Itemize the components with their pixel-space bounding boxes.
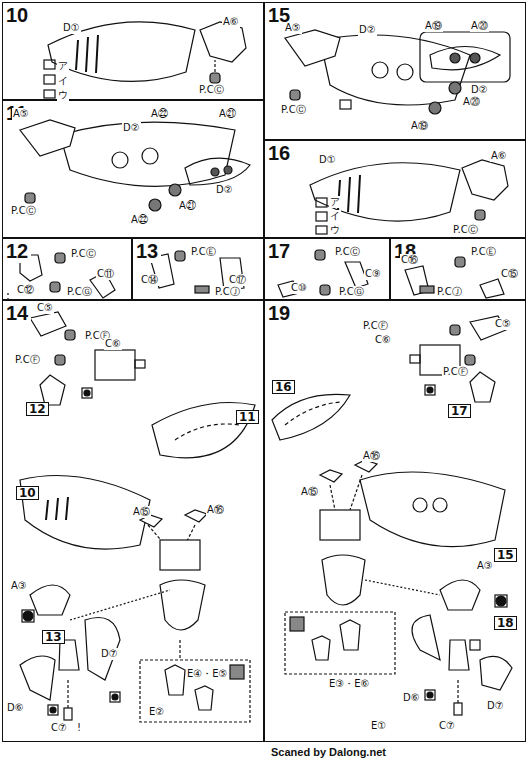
part-label: D① bbox=[62, 22, 81, 34]
part-label: イ bbox=[57, 75, 69, 87]
part-label: C⑦ bbox=[50, 722, 68, 734]
part-label: E② bbox=[148, 706, 165, 718]
part-label: Scaned by Dalong.net bbox=[270, 746, 387, 758]
subassembly-ref: 18 bbox=[494, 616, 517, 630]
subassembly-ref: 16 bbox=[272, 380, 295, 394]
part-label: D⑥ bbox=[402, 692, 421, 704]
part-label: P.CⒻ bbox=[442, 366, 469, 378]
step-panel: 16 bbox=[264, 140, 526, 238]
part-label: A⑲ bbox=[410, 120, 429, 132]
part-label: P.CⒸ bbox=[70, 248, 97, 260]
part-label: C⑰ bbox=[228, 274, 247, 286]
step-number: 16 bbox=[265, 141, 293, 165]
step-number: 10 bbox=[3, 3, 31, 27]
part-label: P.CⒻ bbox=[362, 320, 389, 332]
subassembly-ref: 12 bbox=[26, 402, 49, 416]
part-label: A⑤ bbox=[12, 108, 30, 120]
part-label: C⑦ bbox=[438, 720, 456, 732]
part-label: イ bbox=[329, 210, 341, 222]
part-label: C⑭ bbox=[140, 274, 159, 286]
part-label: ア bbox=[329, 196, 341, 208]
part-label: A⑥ bbox=[222, 16, 240, 28]
part-label: P.CⒸ bbox=[10, 205, 37, 217]
part-label: D⑥ bbox=[6, 702, 25, 714]
step-number: 19 bbox=[265, 301, 293, 325]
part-label: A⑮ bbox=[300, 486, 319, 498]
part-label: C⑫ bbox=[16, 284, 35, 296]
part-label: A⑳ bbox=[470, 20, 489, 32]
part-label: P.CⒸ bbox=[452, 224, 479, 236]
part-label: P.CⒻ bbox=[14, 354, 41, 366]
subassembly-ref: 13 bbox=[42, 630, 65, 644]
part-label: D② bbox=[215, 184, 234, 196]
step-number: 12 bbox=[3, 239, 31, 263]
subassembly-ref: 10 bbox=[16, 486, 39, 500]
step-number: 14 bbox=[3, 301, 31, 325]
part-label: P.CⒿ bbox=[214, 286, 241, 298]
part-label: A⑯ bbox=[206, 504, 225, 516]
part-label: C⑥ bbox=[374, 334, 392, 346]
subassembly-ref: 17 bbox=[448, 404, 471, 418]
part-label: ア bbox=[57, 60, 69, 72]
part-label: E① bbox=[370, 720, 387, 732]
part-label: D⑦ bbox=[486, 700, 505, 712]
part-label: D② bbox=[122, 122, 141, 134]
part-label: P.CⒸ bbox=[198, 84, 225, 96]
part-label: C⑩ bbox=[290, 282, 308, 294]
part-label: P.CⒼ bbox=[66, 286, 93, 298]
part-label: P.CⒿ bbox=[436, 286, 463, 298]
part-label: A㉒ bbox=[130, 214, 149, 226]
step-number: 17 bbox=[265, 239, 293, 263]
part-label: P.CⒺ bbox=[190, 246, 217, 258]
part-label: A⑲ bbox=[424, 20, 443, 32]
part-label: A⑤ bbox=[284, 22, 302, 34]
part-label: A③ bbox=[476, 560, 494, 572]
part-label: E③・E⑥ bbox=[328, 678, 371, 690]
part-label: C⑪ bbox=[96, 268, 115, 280]
part-label: P.CⒺ bbox=[470, 246, 497, 258]
part-label: A⑳ bbox=[462, 96, 481, 108]
part-label: C⑯ bbox=[400, 254, 419, 266]
part-label: C⑮ bbox=[500, 268, 519, 280]
part-label: C⑤ bbox=[494, 318, 512, 330]
part-label: A㉒ bbox=[150, 108, 169, 120]
part-label: P.CⒸ bbox=[280, 104, 307, 116]
part-label: A③ bbox=[10, 580, 28, 592]
part-label: E④・E⑤ bbox=[186, 668, 229, 680]
part-label: P.CⒼ bbox=[338, 286, 365, 298]
part-label: P.CⒸ bbox=[334, 246, 361, 258]
part-label: A⑯ bbox=[362, 450, 381, 462]
part-label: C⑥ bbox=[104, 338, 122, 350]
part-label: D① bbox=[318, 154, 337, 166]
part-label: D② bbox=[358, 24, 377, 36]
part-label: A⑮ bbox=[132, 506, 151, 518]
part-label: A㉑ bbox=[178, 200, 197, 212]
part-label: D⑦ bbox=[100, 648, 119, 660]
part-label: ! bbox=[76, 722, 82, 734]
part-label: D② bbox=[470, 84, 489, 96]
part-label: C⑤ bbox=[36, 302, 54, 314]
part-label: ウ bbox=[329, 224, 341, 236]
part-label: C⑨ bbox=[364, 268, 382, 280]
part-label: ウ bbox=[57, 89, 69, 101]
subassembly-ref: 11 bbox=[236, 410, 259, 424]
step-panel: 19 bbox=[264, 300, 526, 742]
part-label: A⑥ bbox=[490, 150, 508, 162]
step-number: 13 bbox=[133, 239, 161, 263]
part-label: A㉑ bbox=[218, 108, 237, 120]
subassembly-ref: 15 bbox=[494, 548, 517, 562]
